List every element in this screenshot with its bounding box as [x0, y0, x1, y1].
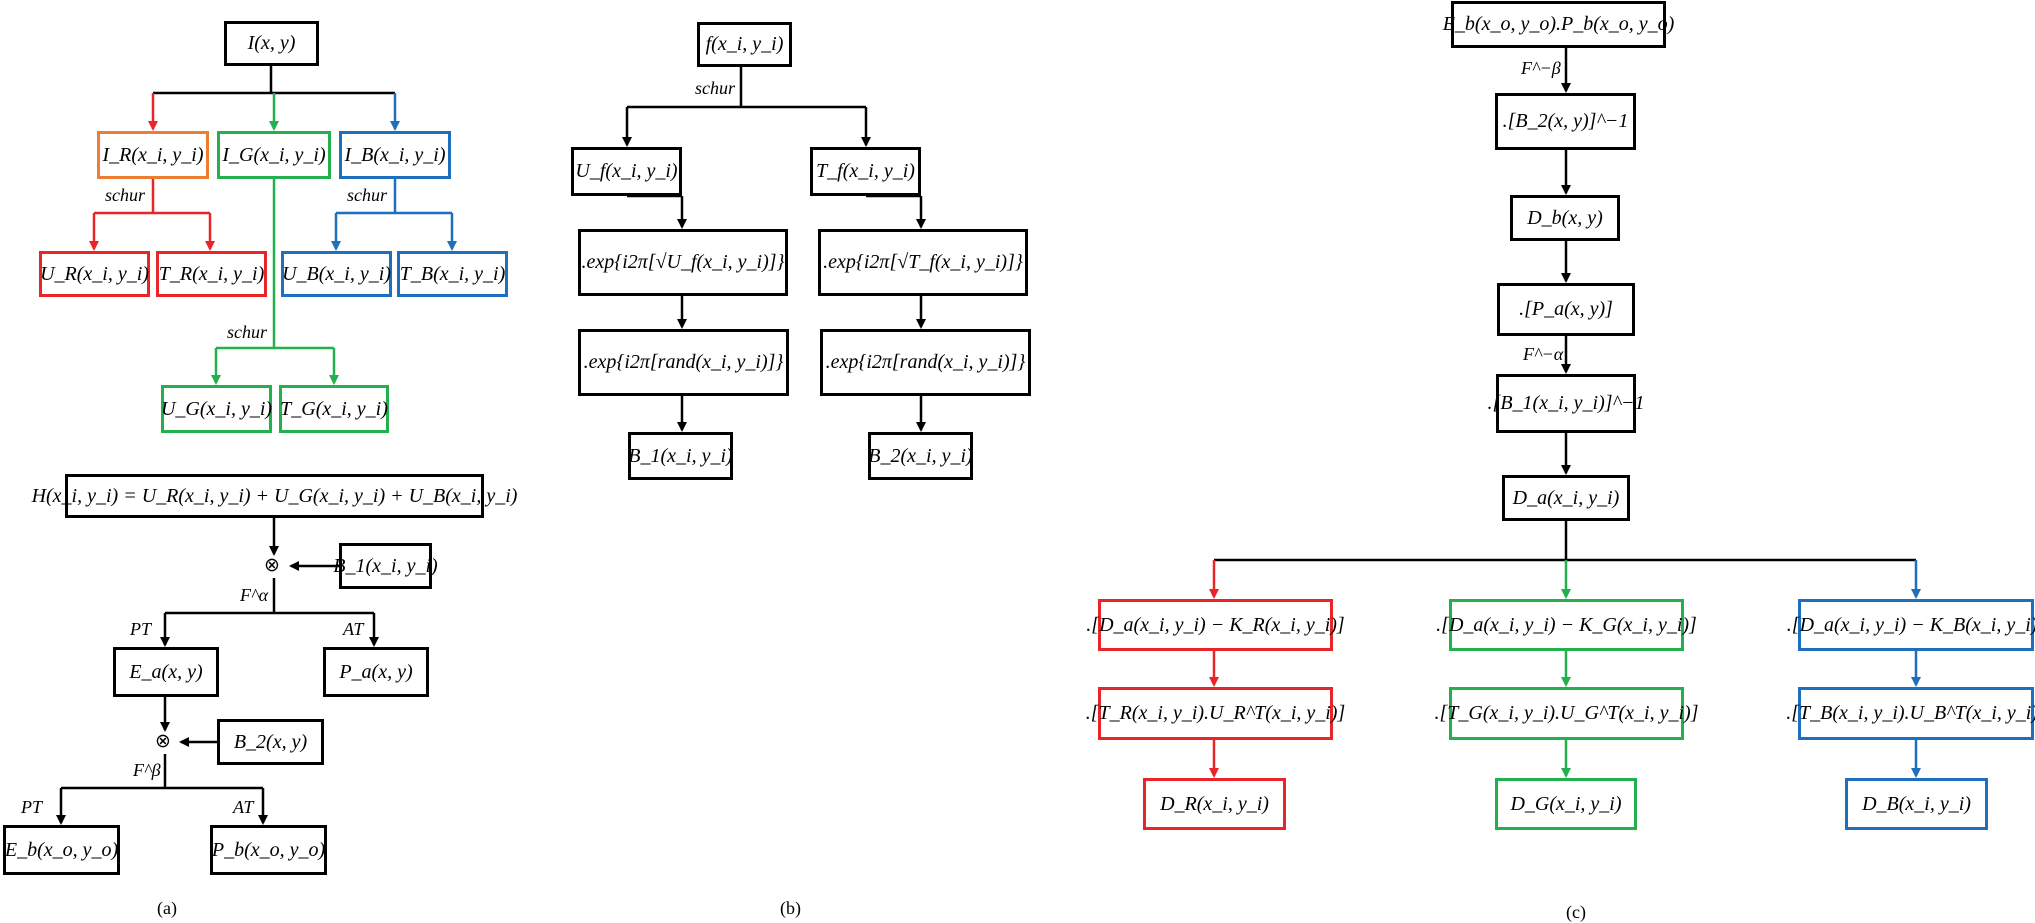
green-channel-box: I_G(x_i, y_i): [217, 131, 331, 179]
f-neg-beta-label: F^−β: [1521, 58, 1561, 78]
ur-box: U_R(x_i, y_i): [39, 251, 150, 297]
b1-mask-box: B_1(x_i, y_i): [333, 543, 438, 589]
tf-box: T_f(x_i, y_i): [810, 147, 921, 196]
b2-inverse-box: .[B_2(x, y)]^−1: [1495, 93, 1636, 150]
db-box: D_b(x, y): [1510, 195, 1620, 241]
exp-tf-box: .exp{i2π[√T_f(x_i, y_i)]}: [818, 229, 1028, 296]
mul-r-box: .[T_R(x_i, y_i).U_R^T(x_i, y_i)]: [1086, 687, 1345, 740]
sub-b-box: .[D_a(x_i, y_i) − K_B(x_i, y_i)]: [1787, 599, 2035, 651]
panel-a-connectors: [56, 66, 457, 825]
caption-c: (c): [1566, 902, 1586, 922]
eb-box: E_b(x_o, y_o): [3, 825, 120, 875]
b2-output-box: B_2(x_i, y_i): [868, 432, 973, 480]
caption-b: (b): [780, 898, 801, 918]
mul-g-box: .[T_G(x_i, y_i).U_G^T(x_i, y_i)]: [1435, 687, 1698, 740]
h-sum-box: H(x_i, y_i) = U_R(x_i, y_i) + U_G(x_i, y…: [32, 474, 517, 518]
caption-a: (a): [157, 898, 177, 918]
pa-mult-box: .[P_a(x, y)]: [1497, 283, 1635, 336]
pb-box: P_b(x_o, y_o): [210, 825, 327, 875]
eb-pb-input-box: E_b(x_o, y_o).P_b(x_o, y_o): [1443, 1, 1674, 48]
exp-uf-box: .exp{i2π[√U_f(x_i, y_i)]}: [578, 229, 788, 296]
pt-label-1: PT: [130, 619, 152, 639]
panel-b-connectors: [622, 67, 926, 432]
schur-label-b: schur: [695, 78, 735, 98]
b2-mask-box: B_2(x, y): [217, 719, 324, 765]
tr-box: T_R(x_i, y_i): [156, 251, 267, 297]
exp-rand-box-1: .exp{i2π[rand(x_i, y_i)]}: [578, 329, 789, 396]
da-box: D_a(x_i, y_i): [1502, 475, 1630, 521]
db-output-box: D_B(x_i, y_i): [1845, 778, 1988, 830]
sub-g-box: .[D_a(x_i, y_i) − K_G(x_i, y_i)]: [1436, 599, 1697, 651]
uf-box: U_f(x_i, y_i): [571, 147, 682, 196]
exp-rand-box-2: .exp{i2π[rand(x_i, y_i)]}: [820, 329, 1031, 396]
b1-output-box: B_1(x_i, y_i): [628, 432, 733, 480]
dg-output-box: D_G(x_i, y_i): [1495, 778, 1637, 830]
schur-label-green: schur: [227, 322, 267, 342]
at-label-2: AT: [233, 797, 254, 817]
f-beta-label: F^β: [133, 760, 161, 780]
schur-label-blue: schur: [347, 185, 387, 205]
input-image-box: I(x, y): [224, 21, 319, 66]
panel-c-connectors: [1209, 48, 1921, 778]
f-alpha-label: F^α: [240, 585, 269, 605]
mul-b-box: .[T_B(x_i, y_i).U_B^T(x_i, y_i)]: [1786, 687, 2035, 740]
f-neg-alpha-label: F^−α: [1523, 344, 1564, 364]
at-label-1: AT: [343, 619, 364, 639]
b1-inverse-box: .[B_1(x_i, y_i)]^−1: [1488, 374, 1644, 433]
red-channel-box: I_R(x_i, y_i): [97, 131, 209, 179]
sub-r-box: .[D_a(x_i, y_i) − K_R(x_i, y_i)]: [1086, 599, 1345, 651]
pt-label-2: PT: [21, 797, 43, 817]
ea-box: E_a(x, y): [113, 647, 219, 697]
pa-box: P_a(x, y): [323, 647, 429, 697]
f-input-box: f(x_i, y_i): [697, 22, 792, 67]
tb-box: T_B(x_i, y_i): [397, 251, 508, 297]
dr-output-box: D_R(x_i, y_i): [1143, 778, 1286, 830]
multiply-operator-1: ⊗: [264, 554, 280, 576]
ug-box: U_G(x_i, y_i): [161, 385, 272, 433]
ub-box: U_B(x_i, y_i): [281, 251, 392, 297]
blue-channel-box: I_B(x_i, y_i): [339, 131, 451, 179]
schur-label-red: schur: [105, 185, 145, 205]
multiply-operator-2: ⊗: [155, 730, 171, 752]
tg-box: T_G(x_i, y_i): [279, 385, 389, 433]
